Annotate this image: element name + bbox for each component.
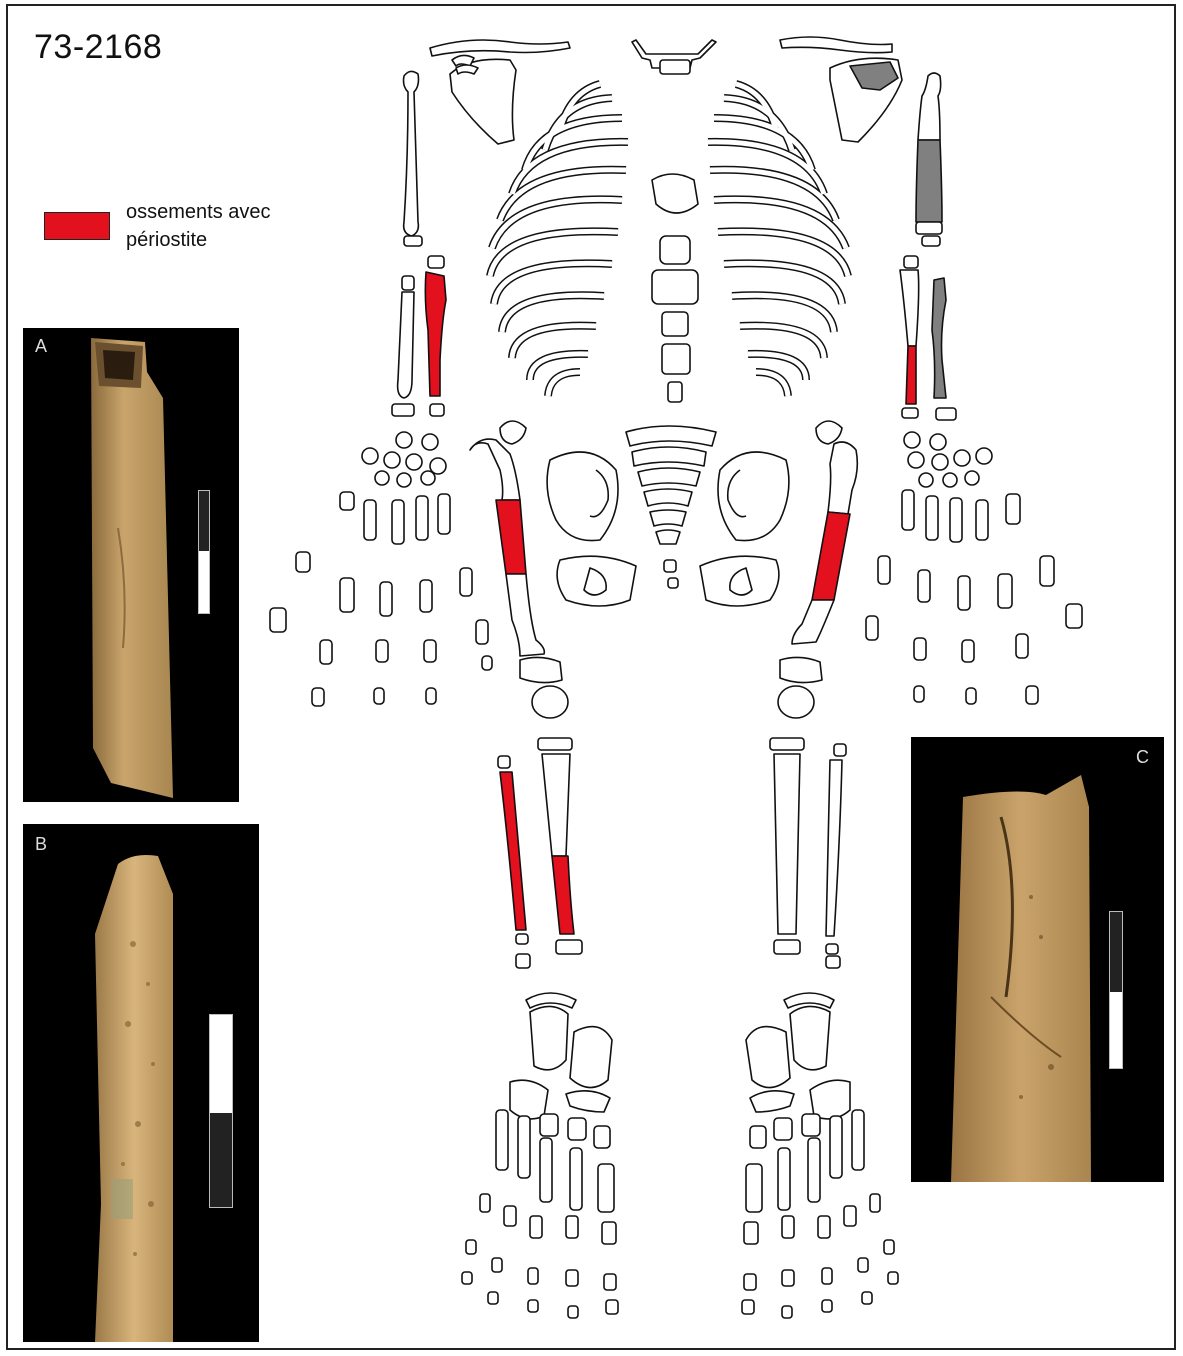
fibula-left xyxy=(826,760,842,936)
humerus-left-shaft xyxy=(916,140,942,222)
manubrium-small xyxy=(660,60,690,74)
fibula-right xyxy=(500,772,526,930)
radius-left xyxy=(932,278,946,398)
ilium-left xyxy=(718,452,789,541)
knee-left xyxy=(780,657,822,682)
hand-left xyxy=(866,432,1082,704)
humerus-left xyxy=(918,73,941,140)
femur-right-mid xyxy=(496,500,526,574)
ulna-left-upper xyxy=(900,270,919,346)
foot-right xyxy=(462,993,618,1318)
humerus-right xyxy=(404,71,419,236)
femur-left-lower xyxy=(792,600,834,644)
tibia-right-upper xyxy=(542,754,570,856)
clavicle-right xyxy=(430,40,570,56)
sacrum xyxy=(626,426,716,544)
tibia-left xyxy=(774,754,800,934)
knee-right xyxy=(520,657,562,682)
femur-right-head xyxy=(500,421,526,444)
scapula-right-coracoid xyxy=(452,55,474,66)
foot-left xyxy=(742,993,898,1318)
ulna-left-lower xyxy=(906,346,916,404)
ulna-right xyxy=(425,272,446,396)
femur-left-head xyxy=(816,421,842,444)
ilium-right xyxy=(547,452,618,541)
femur-right-lower xyxy=(506,574,544,656)
femur-right-upper xyxy=(470,439,520,500)
clavicle-left xyxy=(780,37,892,53)
femur-left-mid xyxy=(812,512,850,600)
femur-left-upper xyxy=(828,442,857,514)
tibia-right-lower xyxy=(552,856,574,934)
hand-right xyxy=(270,432,492,706)
radius-right xyxy=(398,292,414,398)
sternum-top xyxy=(652,174,698,213)
